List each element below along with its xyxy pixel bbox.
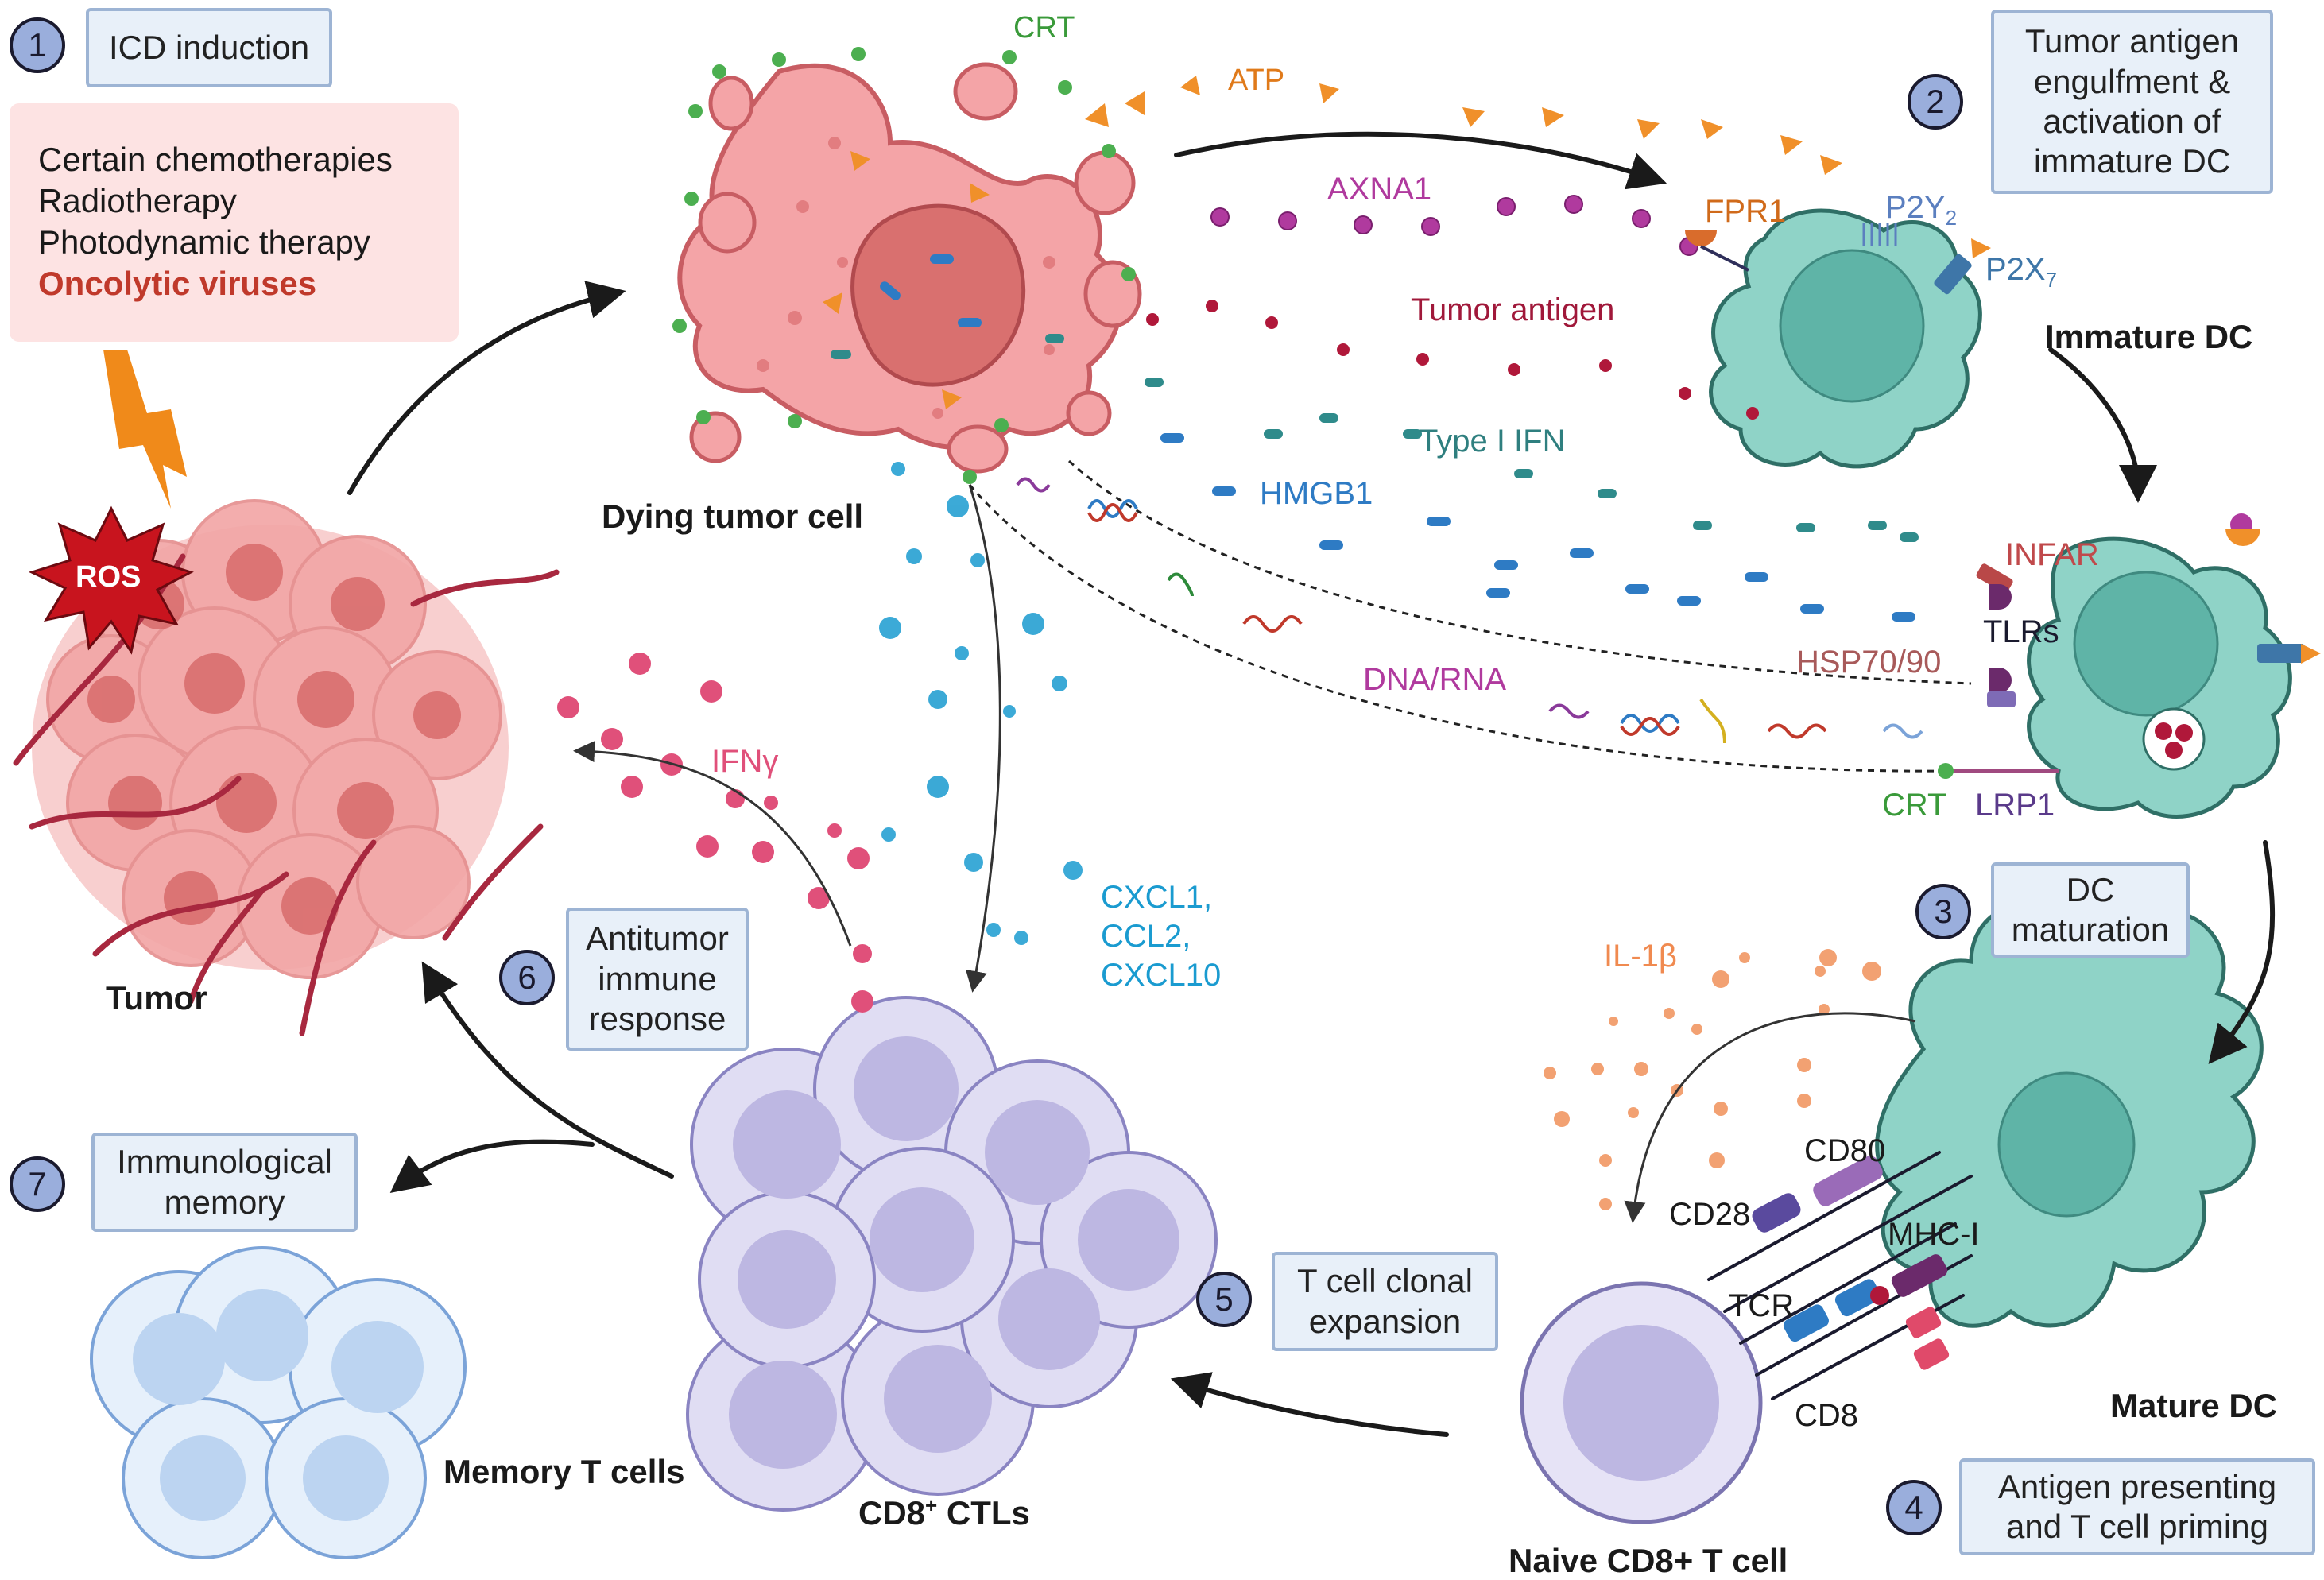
step-5-badge: 5 <box>1196 1272 1252 1327</box>
chemokine-ccl2: CCL2, <box>1101 918 1191 954</box>
lightning-icon <box>103 350 187 509</box>
tumor-mass <box>13 499 560 1036</box>
step-1-box: ICD induction <box>86 8 332 87</box>
tlrs-label: TLRs <box>1983 614 2059 649</box>
naive-t-label: Naive CD8+ T cell <box>1509 1542 1788 1579</box>
inducer-chemo: Certain chemotherapies <box>38 141 393 178</box>
hmgb1-label: HMGB1 <box>1260 476 1373 511</box>
ros-starburst <box>28 505 194 655</box>
immature-dc-label: Immature DC <box>2045 318 2253 355</box>
memory-label: Memory T cells <box>443 1453 685 1490</box>
flow-arrows <box>347 131 2276 1437</box>
atp-triangles <box>1085 76 1842 175</box>
step-7-badge: 7 <box>10 1156 65 1212</box>
inducer-radio: Radiotherapy <box>38 182 237 220</box>
ifn-gamma-label: IFNγ <box>711 744 779 779</box>
atp-label: ATP <box>1228 64 1285 97</box>
step-5-box: T cell clonal expansion <box>1272 1252 1498 1351</box>
p2y2-text: P2Y <box>1885 190 1946 225</box>
hsp-label: HSP70/90 <box>1796 645 1942 680</box>
tumor-antigen-label: Tumor antigen <box>1411 292 1615 327</box>
tumor-antigen-dots <box>1146 300 1759 420</box>
dotted-paths <box>968 459 1972 773</box>
chemokine-label: CXCL1, CCL2, CXCL10 <box>1101 878 1221 994</box>
crt-top-label: CRT <box>1013 11 1075 45</box>
tumor-label: Tumor <box>106 979 207 1017</box>
fpr1-label: FPR1 <box>1705 194 1787 229</box>
step-3-badge: 3 <box>1915 884 1971 939</box>
chemokine-cxcl1: CXCL1, <box>1101 880 1213 915</box>
naive-t-cell <box>1520 1281 1763 1524</box>
chemokine-dots <box>879 462 1083 945</box>
ctl-cluster <box>686 996 1218 1512</box>
il1b-dots <box>1544 949 1881 1210</box>
step-2-badge: 2 <box>1908 74 1963 130</box>
dna-rna-squiggles <box>1016 477 1923 744</box>
step-6-box: Antitumor immune response <box>566 908 749 1051</box>
axna1-dots <box>1210 195 1698 256</box>
inducer-panel <box>10 103 459 342</box>
p2x7-sub: 7 <box>2045 268 2058 292</box>
cd28-label: CD28 <box>1669 1197 1751 1232</box>
tcr-label: TCR <box>1729 1288 1795 1323</box>
step-4-box: Antigen presenting and T cell priming <box>1959 1458 2315 1555</box>
mature-dc-label: Mature DC <box>2110 1387 2278 1424</box>
lrp1-label: LRP1 <box>1975 788 2055 823</box>
type-i-ifn-dots <box>1145 378 1919 542</box>
step-7-box: Immunological memory <box>91 1133 358 1232</box>
cd8-label: CD8 <box>1795 1398 1859 1433</box>
ctl-tail: CTLs <box>937 1494 1030 1532</box>
inducer-list: Certain chemotherapies Radiotherapy Phot… <box>38 139 393 304</box>
type-i-ifn-label: Type I IFN <box>1419 424 1566 459</box>
dying-tumor-label: Dying tumor cell <box>602 498 864 535</box>
hmgb1-dots <box>1160 433 1915 622</box>
immature-dc <box>1709 208 1982 469</box>
ctl-sup: + <box>925 1493 938 1517</box>
p2y2-label: P2Y2 <box>1885 189 1957 230</box>
infar-label: INFAR <box>2005 537 2099 572</box>
ctl-label: CD8+ CTLs <box>858 1493 1030 1532</box>
crt-dc-label: CRT <box>1882 788 1947 823</box>
step-1-badge: 1 <box>10 17 65 73</box>
axna1-label: AXNA1 <box>1327 172 1432 207</box>
memory-t-cells <box>90 1246 467 1559</box>
inducer-oncolytic: Oncolytic viruses <box>38 265 317 303</box>
inducer-pdt: Photodynamic therapy <box>38 223 370 261</box>
dna-rna-label: DNA/RNA <box>1363 662 1507 697</box>
chemokine-cxcl10: CXCL10 <box>1101 957 1222 993</box>
step-2-box: Tumor antigen engulfment & activation of… <box>1991 10 2273 194</box>
p2x7-text: P2X <box>1985 252 2046 287</box>
ros-label: ROS <box>76 560 141 594</box>
synapse-receptors <box>1707 1151 1973 1400</box>
dying-tumor-cell <box>672 47 1142 484</box>
il1b-label: IL-1β <box>1604 939 1677 974</box>
activating-dc <box>2027 536 2292 819</box>
p2y2-sub: 2 <box>1945 206 1958 230</box>
dc-receptors <box>1685 223 2321 779</box>
ctl-text: CD8 <box>858 1494 926 1532</box>
step-4-badge: 4 <box>1886 1480 1942 1535</box>
step-6-badge: 6 <box>499 950 555 1005</box>
p2x7-label: P2X7 <box>1985 251 2057 292</box>
mhc-label: MHC-I <box>1888 1217 1980 1252</box>
thin-arrows <box>573 484 1916 1223</box>
cd80-label: CD80 <box>1804 1133 1886 1168</box>
step-3-box: DC maturation <box>1991 862 2190 958</box>
